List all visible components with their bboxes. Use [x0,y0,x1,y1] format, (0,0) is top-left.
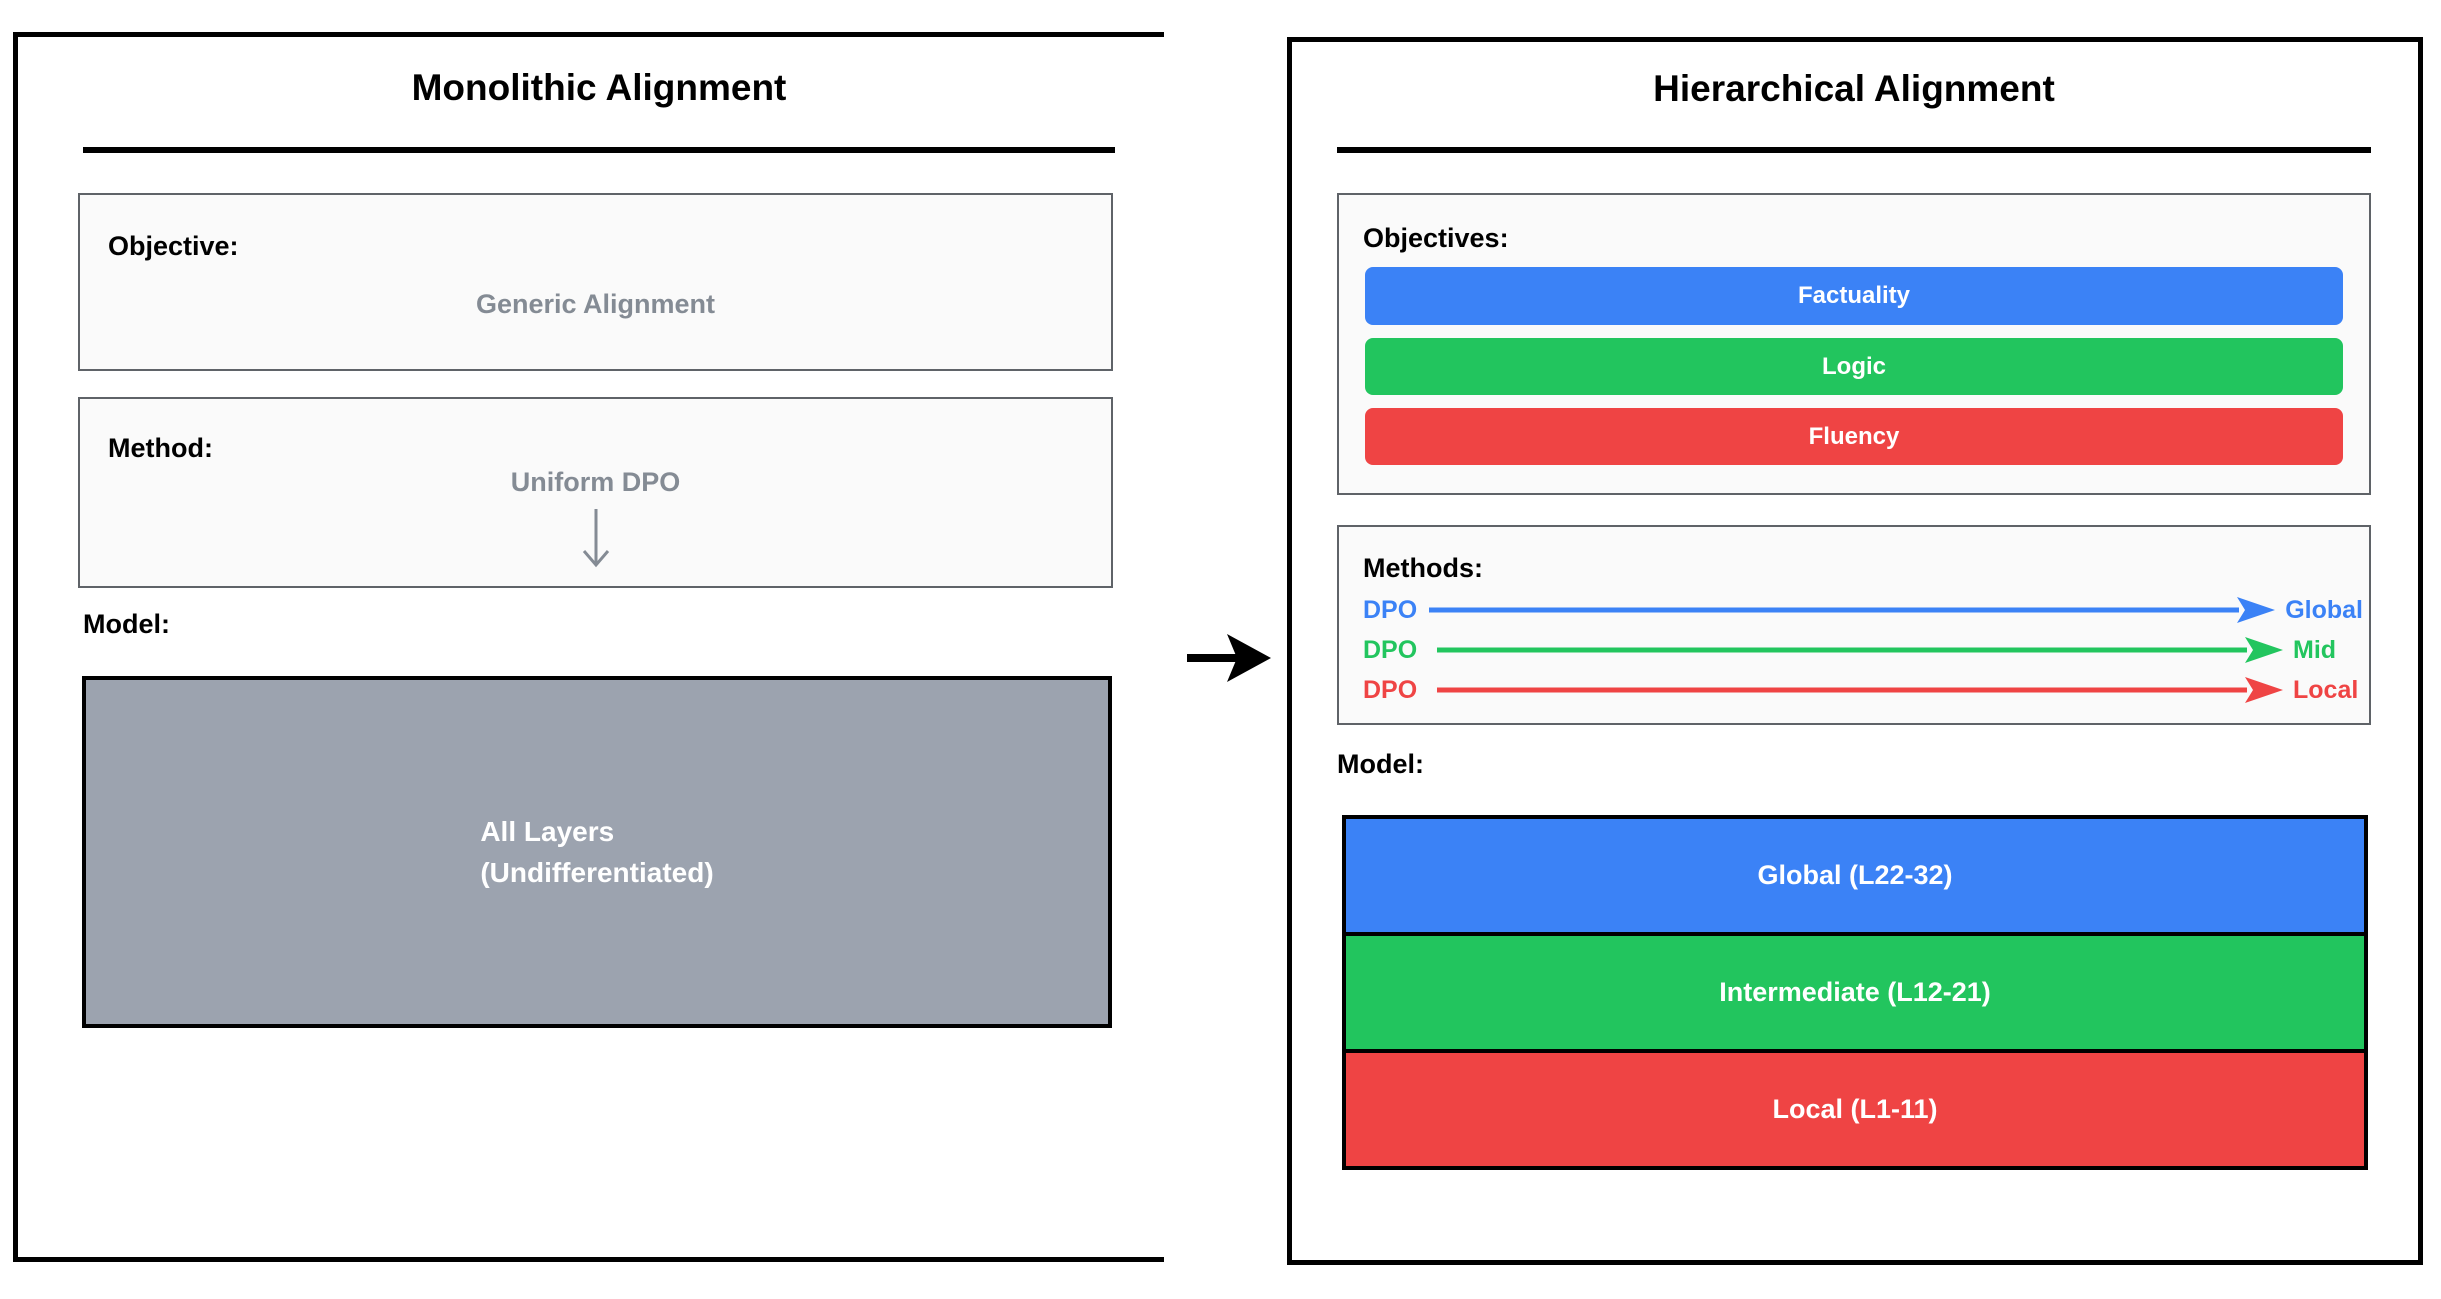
method-name: DPO [1363,635,1418,664]
monolithic-panel: Monolithic Alignment Objective: Generic … [13,32,1164,1262]
title-underline [1337,147,2371,153]
method-target: Global [2285,595,2363,624]
objective-bar-logic: Logic [1365,338,2343,395]
objectives-label: Objectives: [1363,223,1509,253]
method-arrow-icon [1429,597,2276,623]
hierarchical-panel: Hierarchical Alignment Objectives: Factu… [1287,37,2423,1265]
model-label-right: Model: [1337,749,1424,779]
methods-box: Methods: DPO Global DPO Mid DPO Local [1337,525,2371,725]
method-target: Mid [2293,635,2337,664]
model-stack: Global (L22-32) Intermediate (L12-21) Lo… [1342,815,2368,1170]
objective-bar-fluency: Fluency [1365,408,2343,465]
hierarchical-panel-title: Hierarchical Alignment [1653,68,2055,109]
title-underline [83,147,1115,153]
all-layers-line1: All Layers [480,816,615,847]
objective-bar-factuality: Factuality [1365,267,2343,325]
stack-layer-local: Local (L1-11) [1342,1049,2368,1170]
stack-layer-intermediate: Intermediate (L12-21) [1342,932,2368,1053]
method-box: Method: Uniform DPO [78,397,1113,588]
right-arrow-icon [1183,622,1279,694]
method-arrow-icon [1437,637,2283,663]
methods-label: Methods: [1363,553,1483,583]
method-name: DPO [1363,675,1418,704]
all-layers-line2: (Undifferentiated) [480,857,714,888]
method-name: DPO [1363,595,1418,624]
objective-box: Objective: Generic Alignment [78,193,1113,371]
method-row-local: DPO Local [1363,673,2363,707]
method-value: Uniform DPO [510,467,681,497]
down-arrow-icon [80,507,1111,578]
all-layers-box: All Layers (Undifferentiated) [82,676,1112,1028]
monolithic-panel-title: Monolithic Alignment [411,67,787,108]
stack-layer-global: Global (L22-32) [1342,815,2368,936]
method-target: Local [2293,675,2359,704]
model-label-left: Model: [83,609,170,639]
method-label: Method: [108,433,213,463]
method-row-mid: DPO Mid [1363,633,2363,667]
all-layers-text: All Layers (Undifferentiated) [480,811,713,893]
method-row-global: DPO Global [1363,593,2363,627]
method-arrow-icon [1437,677,2283,703]
objective-value: Generic Alignment [475,289,716,319]
objectives-box: Objectives: Factuality Logic Fluency [1337,193,2371,495]
objective-label: Objective: [108,231,239,261]
